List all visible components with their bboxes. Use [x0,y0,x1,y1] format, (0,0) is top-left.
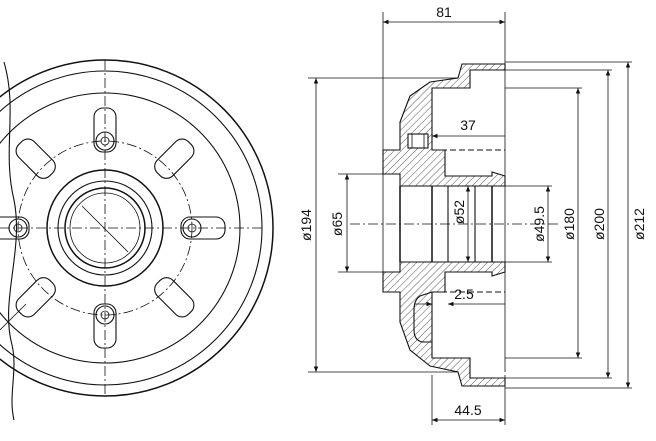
front-view [0,59,274,421]
dim-label-81: 81 [436,4,452,20]
dim-label-65: ø65 [329,212,345,236]
front-diagonal-mark-2 [0,303,27,331]
threaded-hole [407,133,429,149]
dim-label-194: ø194 [298,209,314,241]
drum-wall-lower [382,261,506,387]
slot [15,138,56,179]
front-diagonal-mark [81,205,129,253]
dim-label-212: ø212 [631,208,647,240]
dim-label-44-5: 44.5 [454,402,481,418]
drum-wall-upper [382,63,506,187]
break-line [3,61,18,421]
lower-groove [413,291,433,343]
slot [15,277,56,318]
slot [154,277,195,318]
bolt-hole [95,305,115,325]
dim-label-49-5: ø49.5 [531,206,547,242]
section-view: 81 37 2.5 44.5 ø194 ø65 ø52 ø49.5 ø180 ø… [298,4,647,425]
dim-label-200: ø200 [591,208,607,240]
dim-label-180: ø180 [561,208,577,240]
dim-label-2-5: 2.5 [454,286,474,302]
dim-label-52: ø52 [451,200,467,224]
dim-label-37: 37 [460,117,476,133]
slot [154,138,195,179]
slot [0,216,30,240]
